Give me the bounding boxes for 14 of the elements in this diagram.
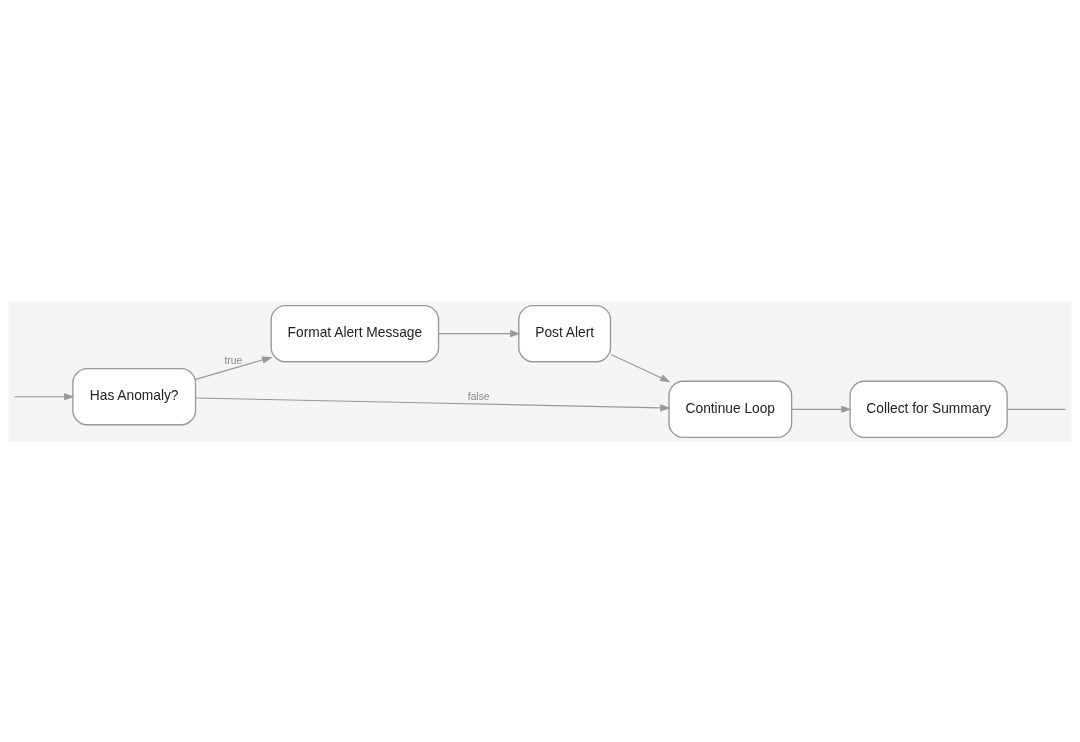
node-box: Format Alert Message bbox=[270, 304, 440, 362]
arrow bbox=[195, 356, 273, 380]
node-box: Has Anomaly? bbox=[72, 367, 197, 425]
edge-label: false bbox=[467, 390, 490, 402]
edge-label: true bbox=[224, 354, 243, 366]
node-box: Post Alert bbox=[518, 304, 612, 362]
arrow bbox=[13, 392, 75, 400]
arrow bbox=[438, 329, 521, 337]
node-box: Collect for Summary bbox=[849, 380, 1008, 438]
node-box: Continue Loop bbox=[668, 380, 793, 438]
arrow bbox=[194, 396, 671, 411]
connector bbox=[1006, 408, 1067, 410]
arrow bbox=[610, 353, 671, 382]
arrow bbox=[791, 405, 852, 413]
